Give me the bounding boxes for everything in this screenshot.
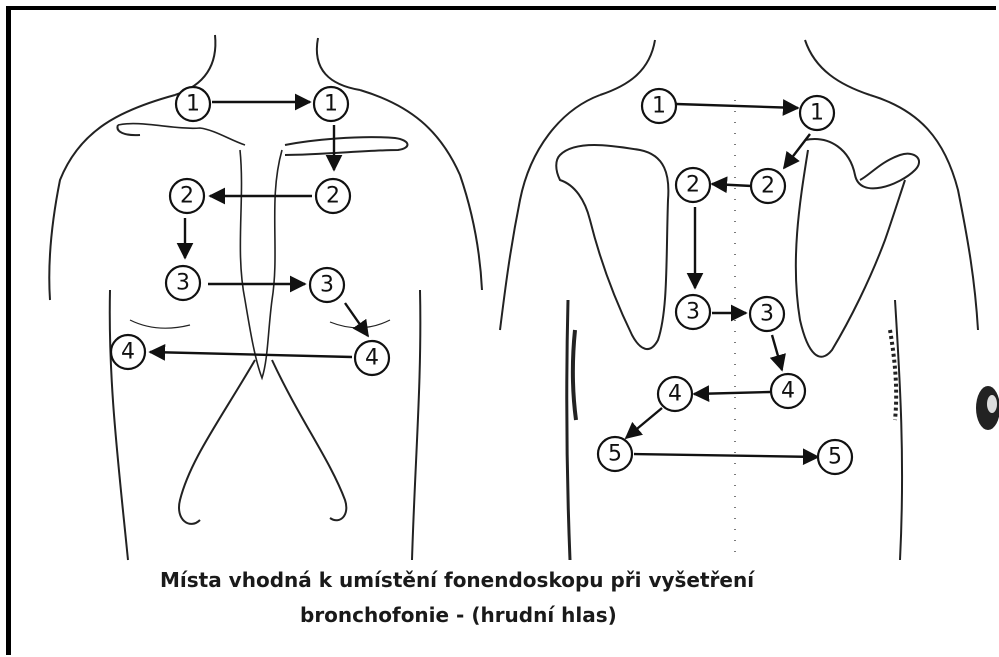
front-marker-3-right: 3 <box>310 268 344 302</box>
front-marker-2-left: 2 <box>170 179 204 213</box>
front-arrows <box>150 102 368 357</box>
back-marker-3-left: 3 <box>676 295 710 329</box>
svg-text:2: 2 <box>326 184 340 209</box>
back-markers: 1 1 2 2 3 3 4 <box>598 89 852 474</box>
back-marker-2-right: 2 <box>751 169 785 203</box>
back-marker-3-right: 3 <box>750 297 784 331</box>
svg-text:1: 1 <box>810 101 824 126</box>
back-marker-4-right: 4 <box>771 374 805 408</box>
svg-text:3: 3 <box>686 300 700 325</box>
back-marker-5-right: 5 <box>818 440 852 474</box>
svg-text:3: 3 <box>176 271 190 296</box>
svg-text:1: 1 <box>652 94 666 119</box>
front-marker-4-right: 4 <box>355 341 389 375</box>
back-marker-2-left: 2 <box>676 168 710 202</box>
back-marker-4-left: 4 <box>658 377 692 411</box>
front-torso-outline <box>49 35 482 560</box>
front-marker-1-right: 1 <box>314 87 348 121</box>
caption-line-1: Místa vhodná k umístění fonendoskopu při… <box>0 568 999 592</box>
back-torso-outline <box>500 40 978 560</box>
front-marker-2-right: 2 <box>316 179 350 213</box>
svg-text:5: 5 <box>608 442 622 467</box>
svg-text:2: 2 <box>686 173 700 198</box>
svg-text:1: 1 <box>324 92 338 117</box>
front-marker-4-left: 4 <box>111 335 145 369</box>
svg-text:2: 2 <box>761 174 775 199</box>
back-marker-1-right: 1 <box>800 96 834 130</box>
svg-text:4: 4 <box>365 346 379 371</box>
svg-text:4: 4 <box>121 340 135 365</box>
front-marker-3-left: 3 <box>166 266 200 300</box>
back-marker-1-left: 1 <box>642 89 676 123</box>
svg-text:2: 2 <box>180 184 194 209</box>
svg-text:3: 3 <box>320 273 334 298</box>
front-marker-1-left: 1 <box>176 87 210 121</box>
caption-line-2: bronchofonie - (hrudní hlas) <box>0 603 999 627</box>
page-edge-mark <box>976 386 999 430</box>
svg-text:4: 4 <box>781 379 795 404</box>
svg-text:3: 3 <box>760 302 774 327</box>
svg-text:5: 5 <box>828 445 842 470</box>
svg-text:1: 1 <box>186 92 200 117</box>
back-marker-5-left: 5 <box>598 437 632 471</box>
svg-text:4: 4 <box>668 382 682 407</box>
